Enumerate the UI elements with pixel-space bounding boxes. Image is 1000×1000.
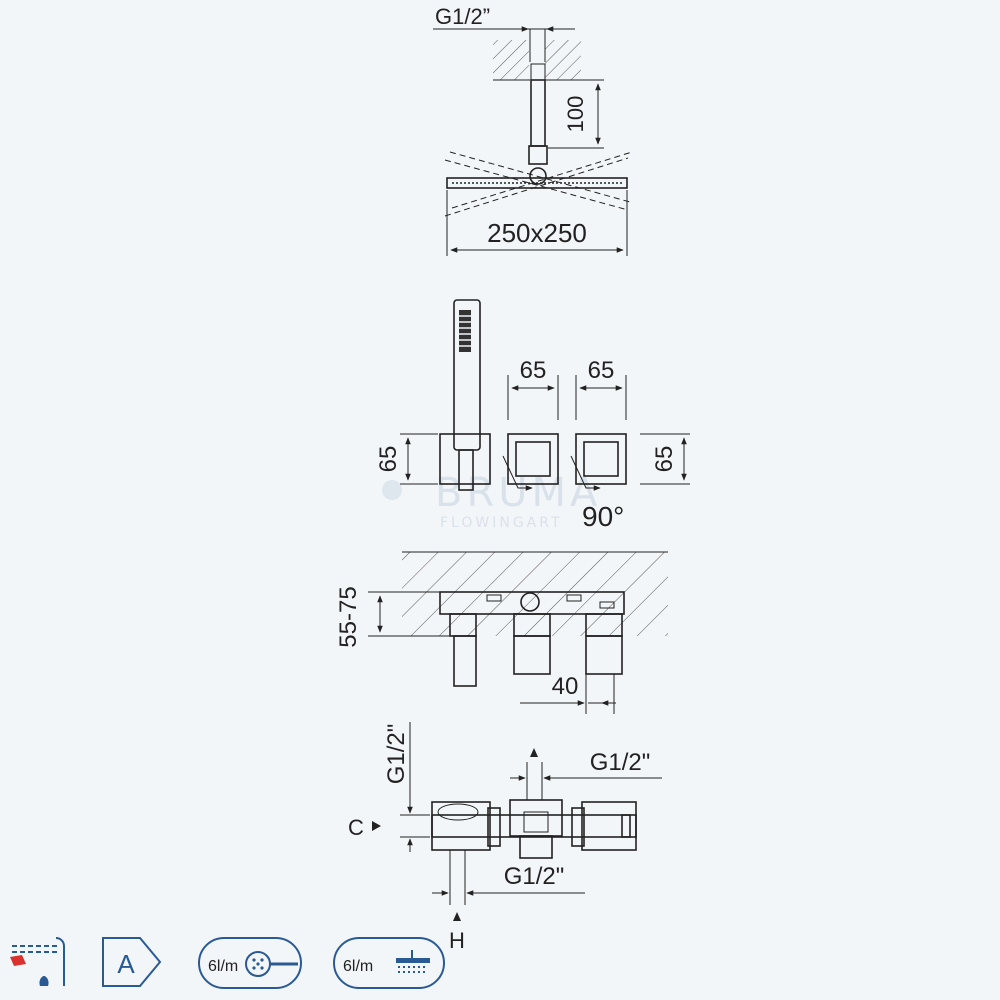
head-shower-icon bbox=[396, 950, 430, 973]
hand-shower-flow-badge bbox=[198, 937, 302, 989]
energy-class-badge bbox=[102, 937, 162, 987]
height-right-label: 65 bbox=[651, 446, 678, 473]
front-view: 90° 65 65 65 65 bbox=[375, 299, 690, 532]
head-shower-flow-label: 6l/m bbox=[343, 958, 373, 975]
side-view: 55-75 40 bbox=[335, 551, 668, 714]
hand-shower-flow-label: 6l/m bbox=[208, 958, 238, 975]
hand-shower-nozzles bbox=[459, 310, 471, 352]
valve-handle-side-right bbox=[585, 635, 623, 675]
inlet-h-label: H bbox=[449, 928, 465, 953]
valve-handle-right bbox=[583, 441, 619, 477]
holder-plate bbox=[439, 433, 491, 485]
watermark-tagline: FLOWINGART bbox=[440, 515, 563, 531]
rotation-arrow-right bbox=[570, 455, 601, 491]
arm-length-label: 100 bbox=[563, 96, 588, 133]
watermark-drop-icon bbox=[382, 480, 402, 500]
head-shower-flow-badge bbox=[333, 937, 445, 989]
height-left-label: 65 bbox=[375, 446, 402, 473]
top-view-left-box bbox=[431, 801, 491, 851]
hose-connector bbox=[453, 635, 477, 687]
hand-shower-icon bbox=[245, 951, 298, 977]
top-thread-arrow bbox=[530, 748, 538, 757]
vertical-thread-label: G1/2" bbox=[383, 724, 410, 785]
hose bbox=[458, 449, 474, 491]
depth-label: 55-75 bbox=[335, 586, 362, 647]
outlet-c-label: C bbox=[348, 815, 364, 840]
ceiling-hatch-left bbox=[493, 40, 529, 80]
top-view-center-box bbox=[509, 799, 563, 837]
width-right-label: 65 bbox=[588, 357, 615, 384]
valve-handle-side-left bbox=[513, 635, 551, 675]
shower-arm bbox=[530, 79, 546, 147]
top-view: G1/2" C G1/2" G1/2" H bbox=[348, 722, 662, 953]
head-size-label: 250x250 bbox=[487, 218, 587, 248]
valve-plate-left bbox=[507, 433, 559, 485]
rotation-arrow-left bbox=[502, 455, 533, 491]
inlet-h-arrow bbox=[453, 912, 461, 921]
top-thread-label: G1/2" bbox=[590, 749, 651, 776]
spacing-label: 40 bbox=[552, 673, 579, 700]
width-left-label: 65 bbox=[520, 357, 547, 384]
badge-row: A 6l/m 6l/m bbox=[10, 937, 445, 989]
ceiling-hatch-right bbox=[545, 40, 581, 80]
top-view-right-box bbox=[581, 801, 637, 851]
shower-head bbox=[446, 177, 628, 189]
arm-joint bbox=[528, 145, 548, 165]
faucet-icon bbox=[10, 937, 65, 986]
tilt-lines bbox=[444, 151, 633, 217]
watermark: BRUMA FLOWINGART bbox=[382, 470, 601, 531]
thread-nut bbox=[530, 63, 546, 81]
rotation-label: 90° bbox=[582, 501, 624, 532]
outlet-c-arrow bbox=[372, 821, 381, 831]
bottom-thread-label: G1/2" bbox=[504, 863, 565, 890]
ceiling-shower-view: G1/2” 100 250x250 bbox=[433, 4, 633, 256]
ball-joint bbox=[529, 167, 547, 185]
energy-class-label: A bbox=[117, 949, 135, 979]
valve-handle-left bbox=[515, 441, 551, 477]
ceiling-thread-label: G1/2” bbox=[435, 4, 490, 29]
valve-plate-right bbox=[575, 433, 627, 485]
watermark-brand: BRUMA bbox=[435, 470, 601, 516]
top-view-body bbox=[431, 814, 631, 838]
